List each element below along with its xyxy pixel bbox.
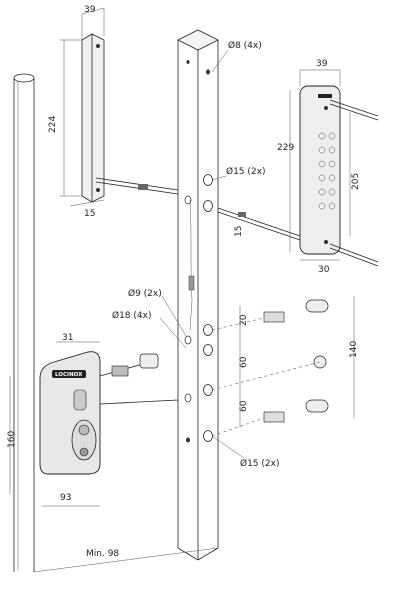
round-pole bbox=[13, 73, 35, 572]
dim-post-offset: 15 bbox=[234, 226, 244, 237]
top-bracket bbox=[81, 33, 301, 241]
label-hole-top: Ø8 (4x) bbox=[228, 40, 262, 51]
label-hole-bottom: Ø15 (2x) bbox=[240, 458, 279, 469]
dim-spacing-mid: 60 bbox=[239, 356, 249, 368]
hole-labels-mid: Ø9 (2x) Ø18 (4x) bbox=[112, 288, 187, 349]
label-hole-medium: Ø18 (4x) bbox=[112, 310, 151, 321]
dim-spacing-low: 60 bbox=[239, 400, 249, 412]
lock-brand-logo: LOCINOX bbox=[55, 372, 83, 378]
lock-box: LOCINOX bbox=[39, 351, 179, 475]
dim-keypad-width-top: 39 bbox=[316, 59, 328, 69]
keypad-buttons bbox=[318, 132, 336, 210]
dim-min-distance: Min. 98 bbox=[86, 549, 119, 559]
dim-keypad-height-inner: 205 bbox=[351, 173, 361, 190]
dim-keypad-bottom: 30 bbox=[318, 265, 330, 275]
top-bracket-dimensions: 39 224 15 bbox=[48, 5, 105, 219]
dim-lock-depth: 31 bbox=[62, 333, 73, 343]
label-hole-mid: Ø15 (2x) bbox=[226, 166, 265, 177]
dim-spacing-total: 140 bbox=[349, 341, 359, 358]
dim-lock-width: 93 bbox=[60, 493, 71, 503]
keypad bbox=[299, 85, 379, 267]
label-hole-small: Ø9 (2x) bbox=[128, 288, 162, 299]
keypad-dimensions: 39 229 205 30 bbox=[277, 59, 361, 275]
spacing-dimensions: 20 60 60 140 bbox=[239, 296, 359, 428]
square-post bbox=[177, 29, 219, 561]
dim-keypad-height-outer: 229 bbox=[277, 143, 294, 153]
dim-spacing-top: 20 bbox=[239, 314, 249, 326]
fittings bbox=[211, 299, 329, 437]
dim-bracket-offset: 15 bbox=[84, 209, 95, 219]
dim-lock-height: 160 bbox=[7, 431, 17, 448]
dim-bracket-height: 224 bbox=[48, 116, 58, 133]
hole-labels-top: Ø8 (4x) Ø15 (2x) 15 bbox=[211, 40, 265, 237]
dim-top-bracket-width: 39 bbox=[84, 5, 96, 15]
lock-dimensions: 31 160 93 Ø15 (2x) Min. 98 bbox=[7, 333, 279, 573]
